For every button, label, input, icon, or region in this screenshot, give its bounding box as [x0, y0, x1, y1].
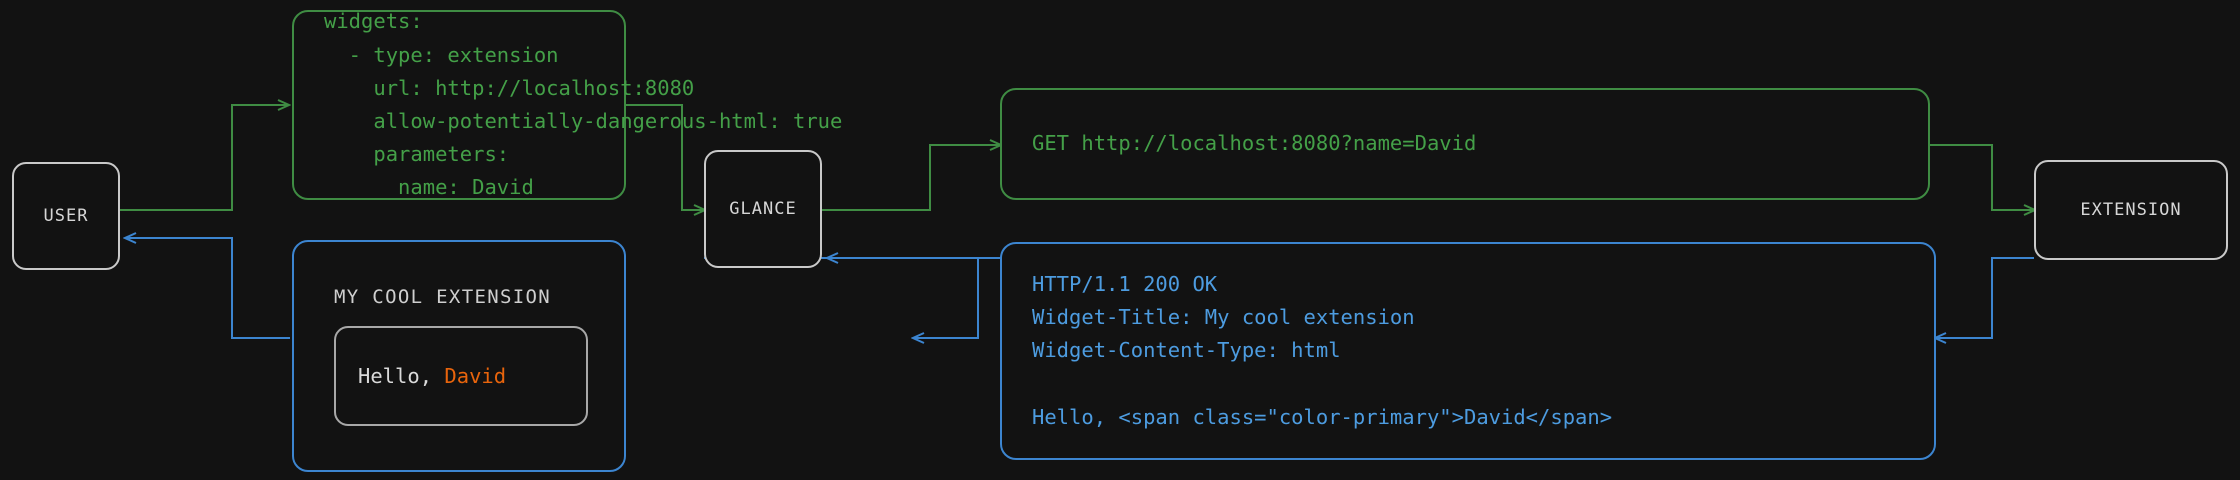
wire-widget-to-user: [126, 238, 290, 339]
widget-preview-card: Hello, David: [334, 326, 588, 426]
wire-extension-to-response: [1936, 257, 2034, 338]
widget-preview-title: MY COOL EXTENSION: [334, 286, 552, 308]
response-panel: HTTP/1.1 200 OK Widget-Title: My cool ex…: [1000, 242, 1936, 460]
response-code: HTTP/1.1 200 OK Widget-Title: My cool ex…: [1032, 271, 1613, 429]
actor-user-label: USER: [43, 206, 89, 226]
widget-greeting-prefix: Hello,: [358, 364, 445, 388]
wire-glance-to-widget: [704, 257, 979, 338]
config-panel: widgets: - type: extension url: http://l…: [292, 9, 842, 200]
actor-extension[interactable]: EXTENSION: [2034, 160, 2228, 260]
actor-extension-label: EXTENSION: [2080, 200, 2182, 220]
config-code: widgets: - type: extension url: http://l…: [324, 9, 843, 200]
wire-user-to-config: [120, 105, 288, 211]
request-code: GET http://localhost:8080?name=David: [1032, 131, 1477, 156]
widget-greeting-name: David: [444, 364, 507, 388]
actor-user[interactable]: USER: [12, 162, 120, 270]
wire-glance-to-request: [822, 145, 1000, 211]
actor-glance-label: GLANCE: [729, 199, 797, 219]
wire-config-to-glance: [626, 104, 704, 210]
actor-glance[interactable]: GLANCE: [704, 150, 822, 268]
request-panel: GET http://localhost:8080?name=David: [1000, 88, 1930, 200]
widget-greeting: Hello, David: [358, 364, 506, 388]
wire-request-to-extension: [1930, 144, 2034, 210]
widget-preview-panel: MY COOL EXTENSION Hello, David: [292, 240, 626, 472]
